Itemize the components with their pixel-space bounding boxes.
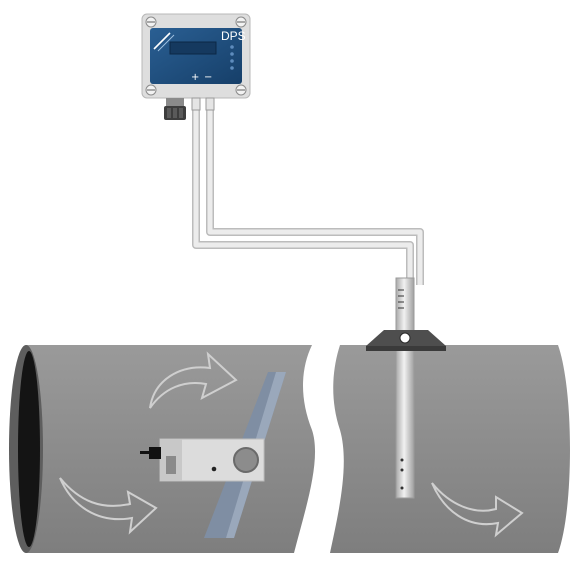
screw-icon	[235, 16, 247, 28]
flow-arrow-icon	[149, 351, 238, 409]
duct-right-section	[330, 345, 570, 553]
device-display	[169, 41, 217, 55]
led-icon	[230, 45, 234, 70]
screw-icon	[235, 84, 247, 96]
sensor-knob	[233, 447, 259, 473]
screw-icon	[145, 16, 157, 28]
device-brand-label: DPS	[221, 29, 246, 43]
dps-device: DPS + −	[141, 13, 251, 120]
duct-probe	[366, 277, 446, 499]
flow-arrow-icon	[431, 482, 524, 538]
pressure-port-minus	[205, 97, 215, 111]
flow-arrow-icon	[59, 477, 158, 535]
plus-port-label: +	[191, 72, 199, 83]
minus-port-label: −	[204, 72, 212, 83]
sensor-connector	[149, 447, 161, 459]
duct-sensor-module	[140, 438, 265, 482]
cable-gland	[164, 98, 186, 120]
screw-icon	[145, 84, 157, 96]
pressure-tubes	[192, 108, 424, 285]
pressure-port-plus	[191, 97, 201, 111]
